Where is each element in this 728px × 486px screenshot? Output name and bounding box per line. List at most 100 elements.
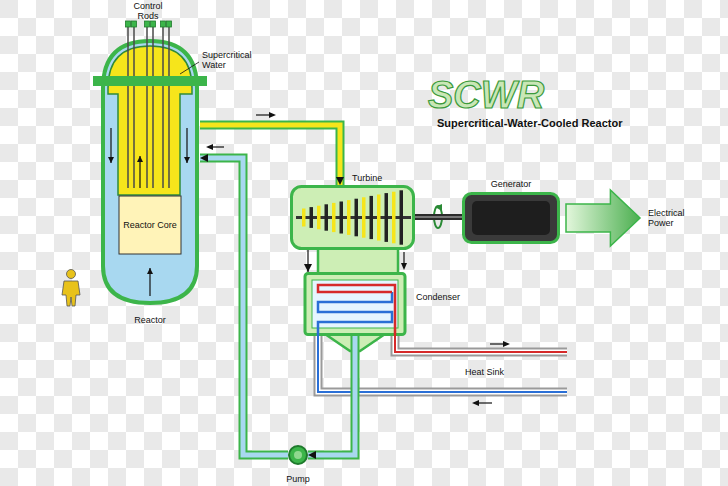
generator-casing bbox=[464, 194, 559, 243]
control-rod bbox=[146, 26, 148, 188]
arrow-shaft bbox=[478, 402, 492, 403]
pipe-wall bbox=[395, 334, 567, 352]
control-rod-cap bbox=[145, 21, 150, 27]
condenser-box: Condenser bbox=[300, 272, 410, 336]
arrow-shaft bbox=[490, 343, 504, 344]
vessel-flange bbox=[93, 76, 207, 86]
turbine-blade bbox=[392, 192, 396, 244]
part-label: Control Rods bbox=[126, 1, 170, 22]
turbine-blade bbox=[385, 193, 389, 242]
arrow-head bbox=[472, 400, 479, 406]
supercritical-water-region bbox=[108, 46, 192, 195]
arrow-head bbox=[108, 157, 114, 163]
pipe-bore bbox=[200, 158, 288, 455]
arrow-shaft bbox=[212, 146, 224, 147]
pipe-wall bbox=[200, 158, 288, 455]
part-label: Supercritical Water bbox=[202, 50, 262, 71]
control-rod bbox=[168, 26, 170, 188]
pump-hub bbox=[294, 451, 302, 459]
turbine-blade bbox=[355, 199, 359, 237]
turbine-blade bbox=[347, 200, 351, 235]
arrow-head bbox=[137, 156, 143, 162]
pipe-bore bbox=[307, 250, 308, 272]
arrow-head bbox=[206, 144, 213, 150]
pipe-wall bbox=[308, 336, 355, 455]
turbine-blade bbox=[302, 209, 306, 227]
generator-core bbox=[472, 201, 550, 235]
pipe-bore bbox=[395, 334, 567, 352]
control-rod bbox=[162, 26, 164, 188]
power-arrow-shape bbox=[566, 190, 640, 246]
control-rod-cap bbox=[132, 21, 137, 27]
arrow-head bbox=[401, 263, 407, 270]
turbine-blade bbox=[377, 195, 381, 241]
hot-water-line bbox=[395, 334, 567, 352]
arrow-shaft bbox=[256, 114, 270, 115]
arrow-head bbox=[269, 112, 276, 118]
heat-sink-outlet-pipe bbox=[395, 334, 567, 352]
arrow-shaft bbox=[403, 252, 404, 264]
turbine-blade bbox=[325, 204, 329, 230]
part-label: Heat Sink bbox=[465, 367, 504, 377]
pipe-bore bbox=[308, 336, 355, 455]
turbine-blade bbox=[310, 207, 314, 228]
power-arrow-outline bbox=[566, 190, 640, 246]
turbine-exhaust-neck bbox=[318, 248, 398, 274]
control-rod-cap bbox=[126, 21, 131, 27]
flow-arrow bbox=[184, 128, 190, 163]
flow-arrow bbox=[137, 156, 143, 188]
subtitle: Supercritical-Water-Cooled Reactor bbox=[437, 117, 622, 130]
pump-circle: Pump bbox=[288, 445, 308, 465]
person-head bbox=[67, 270, 76, 279]
flow-arrow bbox=[206, 144, 224, 150]
rotation-head bbox=[435, 204, 442, 211]
turbine-blade bbox=[362, 197, 366, 237]
turbine-blade bbox=[317, 206, 321, 230]
node-heading: Pump bbox=[286, 474, 310, 484]
node-heading: Reactor bbox=[134, 315, 166, 325]
flow-arrow bbox=[147, 268, 153, 296]
cooling-tube-cold bbox=[318, 292, 392, 336]
turbine-housing bbox=[292, 187, 414, 249]
control-rod-cap bbox=[151, 21, 156, 27]
cooling-tube-hot bbox=[318, 285, 395, 336]
node-text: Reactor Core bbox=[123, 220, 177, 230]
pump-body bbox=[289, 446, 307, 464]
flow-arrow bbox=[472, 400, 492, 406]
arrow-head bbox=[147, 268, 153, 274]
person-figure bbox=[62, 270, 80, 307]
flow-arrow bbox=[108, 128, 114, 163]
water-pipe bbox=[308, 336, 355, 455]
reactor-core-box: Reactor Core bbox=[118, 195, 182, 255]
turbine-box-outline bbox=[290, 185, 415, 250]
flow-arrow bbox=[401, 252, 407, 270]
pump-circle-outline bbox=[288, 445, 308, 465]
turbine-box: Turbine bbox=[290, 185, 415, 250]
generator-box: Generator bbox=[462, 192, 560, 244]
control-rod-cap bbox=[167, 21, 172, 27]
flow-arrow bbox=[490, 341, 510, 347]
drive-shaft bbox=[415, 217, 462, 218]
flow-arrow bbox=[256, 112, 276, 118]
arrow-head bbox=[503, 341, 510, 347]
node-heading: Generator bbox=[491, 179, 532, 189]
turbine-blade bbox=[370, 196, 374, 239]
flow-arrow-connector bbox=[308, 250, 309, 272]
leader-line bbox=[180, 62, 199, 74]
turbine-blade bbox=[400, 190, 404, 244]
control-rod bbox=[127, 26, 129, 188]
power-arrow: Electrical Power bbox=[566, 190, 640, 246]
person-body bbox=[62, 281, 80, 306]
reactor-vessel: ReactorReactor Core bbox=[100, 38, 200, 306]
generator-box-outline bbox=[462, 192, 560, 244]
reactor-vessel-outline bbox=[100, 38, 200, 306]
core-outline bbox=[119, 196, 181, 254]
control-rod bbox=[133, 26, 135, 188]
condenser-box-outline bbox=[300, 272, 410, 336]
node-heading: Condenser bbox=[416, 292, 460, 302]
condenser-shell bbox=[305, 274, 405, 335]
control-rod-cap bbox=[161, 21, 166, 27]
arrow-head bbox=[184, 157, 190, 163]
